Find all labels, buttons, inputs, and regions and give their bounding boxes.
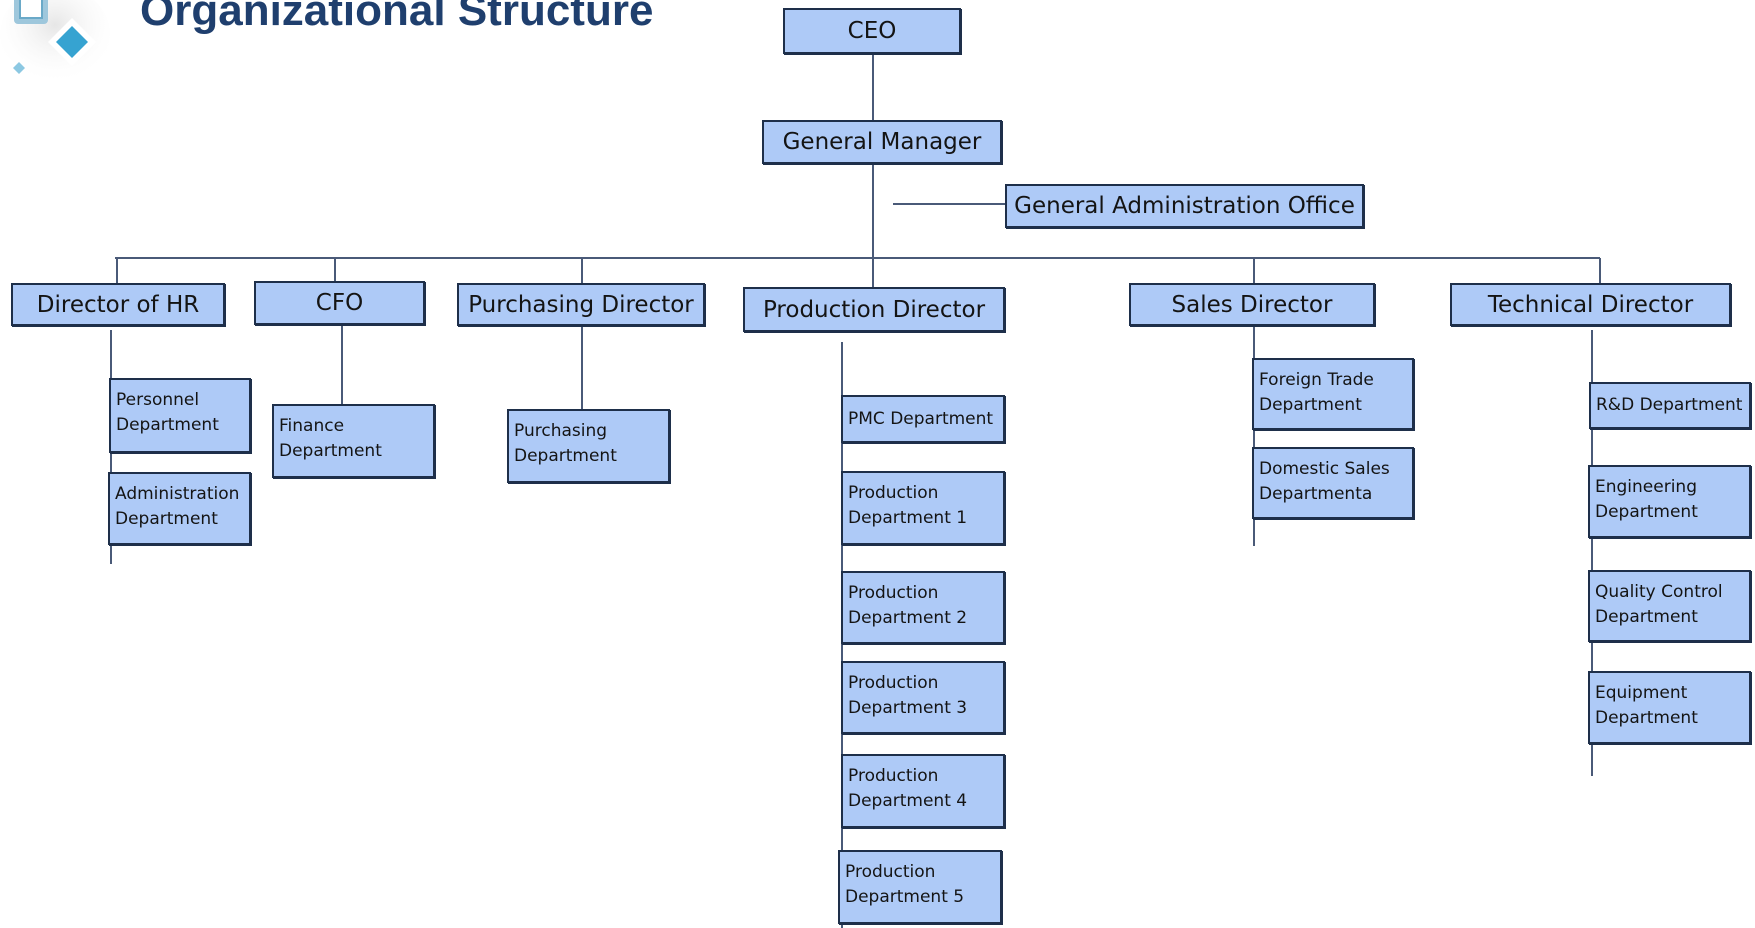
- finance-department-box: Finance Department: [272, 404, 435, 478]
- purchasing-department-box: Purchasing Department: [507, 409, 670, 483]
- technical-director-box: Technical Director: [1450, 283, 1731, 326]
- domestic-sales-department-box: Domestic Sales Departmenta: [1252, 447, 1414, 519]
- page-title: Organizational Structure: [140, 0, 654, 35]
- foreign-trade-department-box: Foreign Trade Department: [1252, 358, 1414, 430]
- production-department-5-box: Production Department 5: [838, 850, 1002, 924]
- general-administration-office-box: General Administration Office: [1005, 184, 1364, 228]
- production-department-4-box: Production Department 4: [841, 754, 1005, 828]
- sales-director-box: Sales Director: [1129, 283, 1375, 326]
- director-hr-box: Director of HR: [11, 283, 225, 326]
- pmc-department-box: PMC Department: [841, 395, 1005, 443]
- diamond-logo-icon: [0, 0, 110, 85]
- production-department-1-box: Production Department 1: [841, 471, 1005, 545]
- administration-department-box: Administration Department: [108, 472, 251, 545]
- purchasing-director-box: Purchasing Director: [457, 283, 705, 326]
- quality-control-department-box: Quality Control Department: [1588, 570, 1751, 642]
- personnel-department-box: Personnel Department: [109, 378, 251, 453]
- ceo-box: CEO: [783, 8, 961, 54]
- cfo-box: CFO: [254, 281, 425, 325]
- general-manager-box: General Manager: [762, 120, 1002, 164]
- production-department-2-box: Production Department 2: [841, 571, 1005, 644]
- equipment-department-box: Equipment Department: [1588, 671, 1751, 744]
- rd-department-box: R&D Department: [1589, 382, 1751, 429]
- engineering-department-box: Engineering Department: [1588, 465, 1751, 538]
- production-director-box: Production Director: [743, 287, 1005, 332]
- production-department-3-box: Production Department 3: [841, 661, 1005, 734]
